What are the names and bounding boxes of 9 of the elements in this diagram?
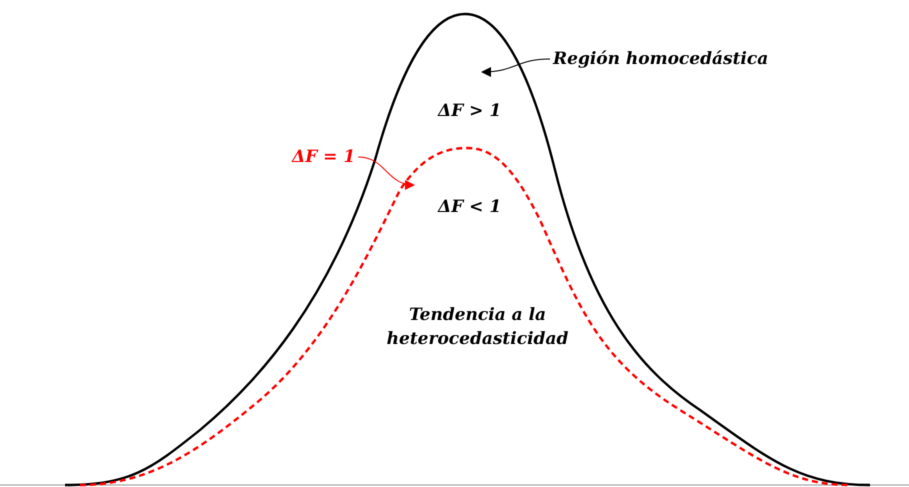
region-label: Región homocedástica [553,48,768,70]
inequality-label: ΔF < 1 [438,196,502,218]
leader-line [481,58,550,77]
inequality-label: ΔF > 1 [438,100,502,122]
solid-curve [64,12,870,486]
dashed-curve [80,146,850,486]
delta-label: ΔF = 1 [292,146,356,168]
trend-label: Tendencia a la heterocedasticidad [386,304,570,351]
leader-line [358,156,415,190]
